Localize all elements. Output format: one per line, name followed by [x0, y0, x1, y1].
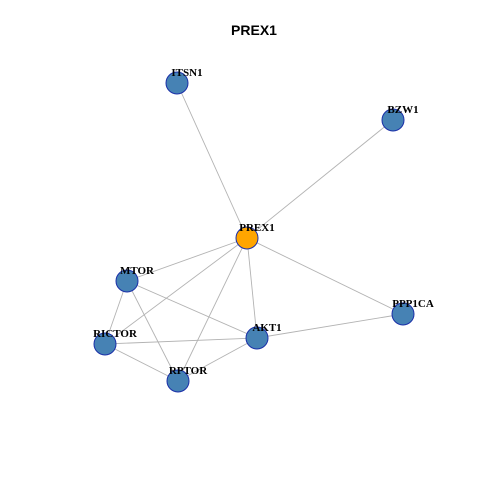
node-itsn1 [165, 71, 189, 95]
edge-layer [104, 82, 404, 382]
graph-title: PREX1 [231, 22, 277, 38]
node-label-rictor: RICTOR [93, 328, 138, 340]
node-label-prex1: PREX1 [239, 222, 274, 234]
edge-mtor-rptor [126, 280, 179, 382]
edge-prex1-rictor [104, 237, 248, 345]
node-label-bzw1: BZW1 [387, 104, 418, 116]
node-rictor [93, 332, 117, 356]
edge-prex1-mtor [126, 237, 248, 282]
node-label-itsn1: ITSN1 [171, 67, 202, 79]
node-label-ppp1ca: PPP1CA [392, 298, 434, 310]
edge-mtor-akt1 [126, 280, 258, 339]
node-layer [93, 71, 415, 393]
edge-prex1-bzw1 [246, 119, 394, 239]
node-akt1 [245, 326, 269, 350]
edge-prex1-ppp1ca [246, 237, 404, 315]
edge-prex1-itsn1 [176, 82, 248, 239]
node-rptor [166, 369, 190, 393]
edge-rictor-rptor [104, 343, 179, 382]
edge-prex1-akt1 [246, 237, 258, 339]
edge-akt1-ppp1ca [256, 313, 404, 339]
edge-prex1-rptor [177, 237, 248, 382]
node-label-mtor: MTOR [120, 265, 155, 277]
node-ppp1ca [391, 302, 415, 326]
node-bzw1 [381, 108, 405, 132]
node-label-rptor: RPTOR [169, 365, 208, 377]
edge-rictor-akt1 [104, 337, 258, 345]
edge-akt1-rptor [177, 337, 258, 382]
node-mtor [115, 269, 139, 293]
node-label-akt1: AKT1 [252, 322, 281, 334]
node-prex1 [235, 226, 259, 250]
